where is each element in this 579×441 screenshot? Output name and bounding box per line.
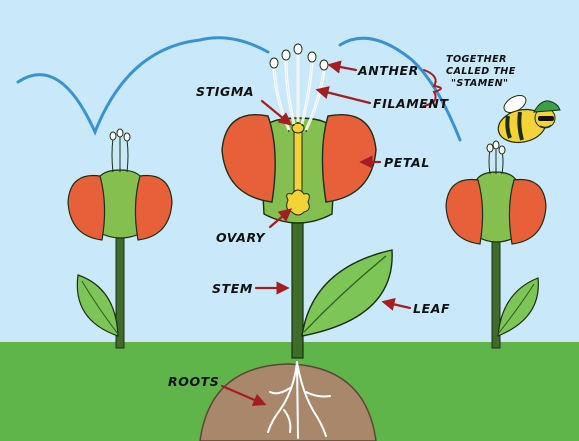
label-ovary: OVARY: [216, 230, 267, 245]
label-stem: STEM: [212, 281, 253, 296]
label-anther: ANTHER: [357, 63, 419, 78]
stamen-note-line1: TOGETHER: [446, 54, 507, 65]
center-flower-style: [294, 130, 302, 196]
bee-sunglasses: [538, 116, 554, 121]
label-petal: PETAL: [384, 155, 430, 170]
stamen-note-line3: "STAMEN": [451, 78, 508, 89]
label-leaf: LEAF: [413, 301, 450, 316]
stamen-note-line2: CALLED THE: [446, 66, 516, 77]
label-filament: FILAMENT: [373, 96, 449, 111]
label-roots: ROOTS: [168, 374, 219, 389]
label-stigma: STIGMA: [196, 84, 254, 99]
